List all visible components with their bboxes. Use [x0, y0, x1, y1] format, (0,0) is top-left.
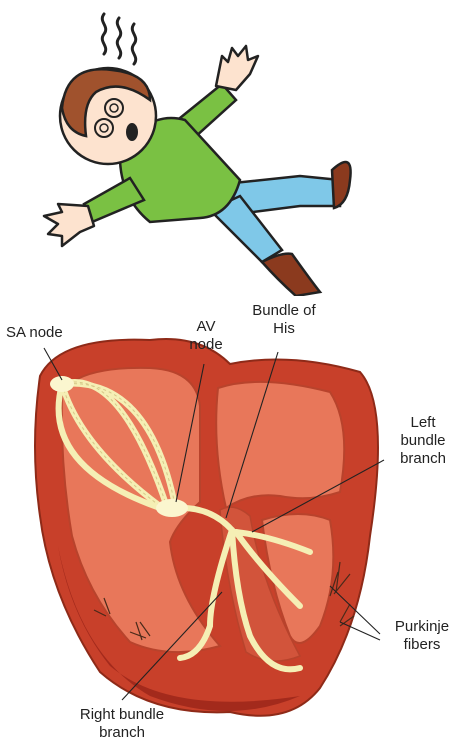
dizzy-squiggles — [102, 14, 135, 64]
head — [60, 68, 156, 164]
heart-conduction-diagram — [0, 296, 465, 746]
raised-arm — [180, 46, 258, 138]
lowered-arm — [44, 178, 144, 246]
fainted-person-illustration — [0, 0, 465, 296]
sa-node-dot — [50, 376, 74, 392]
av-node-dot — [156, 499, 188, 517]
sa-node-label: SA node — [6, 324, 63, 342]
